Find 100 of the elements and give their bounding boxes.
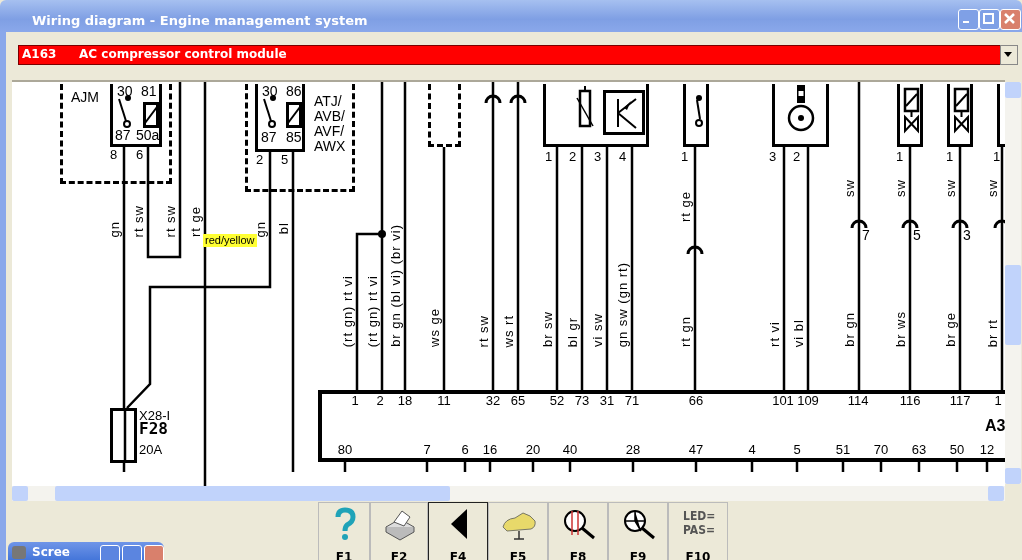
wire [694, 462, 698, 472]
indicator-text: LED= [683, 509, 716, 523]
wire-color-label: sw [943, 179, 958, 197]
sensor-component [543, 84, 649, 147]
pin-number: 116 [899, 394, 921, 408]
component-code: A3 [985, 418, 1005, 433]
pin-number: 6 [136, 148, 144, 162]
pin-number: 50 [949, 443, 965, 457]
connector-number: 5 [913, 228, 921, 243]
dashed-enclosure [428, 84, 461, 147]
pin-number: 2 [793, 150, 801, 164]
window-title: Wiring diagram - Engine management system [32, 13, 368, 28]
pin-number: 1 [993, 150, 1001, 164]
pin-number: 1 [896, 150, 904, 164]
wire [580, 147, 584, 390]
wire [126, 152, 272, 409]
wire [908, 147, 912, 390]
wire-color-label: (rt gn) rt vi [365, 274, 380, 347]
pin-number: 65 [510, 394, 526, 408]
pin-number: 16 [482, 443, 498, 457]
pin-number: 2 [376, 394, 384, 408]
pin-number: 18 [397, 394, 413, 408]
pin-number: 4 [619, 150, 627, 164]
wire-color-label: rt gn [678, 316, 693, 347]
wire-color-label: vi sw [590, 313, 605, 347]
pin-number: 1 [994, 394, 1002, 408]
wire [879, 462, 883, 472]
pin-number: 12 [979, 443, 995, 457]
tooltip: red/yellow [203, 234, 257, 247]
pin-number: 1 [946, 150, 954, 164]
indicator-text: PAS= [683, 523, 715, 537]
pin-number: 40 [562, 443, 578, 457]
wire [488, 462, 492, 472]
pin-number: 3 [594, 150, 602, 164]
wire-color-label: br sw [540, 310, 555, 347]
wire [750, 462, 754, 472]
terminal-label: 85 [286, 130, 302, 145]
pin-number: 7 [423, 443, 431, 457]
wire-color-label: gn sw (gn rt) [615, 261, 630, 347]
wire [985, 462, 989, 472]
wire [841, 462, 845, 472]
wire-color-label: ws ge [427, 308, 442, 347]
pin-number: 6 [461, 443, 469, 457]
wire [442, 147, 446, 390]
variant-label: ATJ/ AVB/ AVF/ AWX [314, 94, 347, 154]
wire-color-label: sw [985, 179, 1000, 197]
relay-symbol [255, 84, 305, 152]
wire [291, 152, 295, 472]
valve-component [947, 84, 973, 147]
wire-color-label: rt sw [163, 204, 178, 237]
wire [782, 147, 786, 390]
wire [403, 82, 407, 390]
wire-color-label: rt sw [476, 314, 491, 347]
pin-number: 117 [949, 394, 971, 408]
wire-color-label: rt ge [678, 191, 693, 222]
wire-color-label: ws rt [501, 314, 516, 347]
wire [425, 462, 429, 472]
wire-color-label: (rt gn) rt vi [340, 274, 355, 347]
fuse-label: 20A [139, 443, 163, 457]
wire-color-label: br gn [842, 312, 857, 347]
wire [491, 82, 495, 390]
pin-number: 11 [437, 394, 451, 408]
taskbar-title: Scree [32, 545, 70, 559]
wire [955, 462, 959, 472]
wire [958, 147, 962, 390]
wire [917, 462, 921, 472]
pin-number: 8 [110, 148, 118, 162]
wire [630, 147, 634, 390]
switch-component [683, 84, 709, 147]
pin-number: 2 [569, 150, 577, 164]
wire-color-label: gn [253, 220, 268, 237]
wire-color-label: br ge [943, 312, 958, 347]
pin-number: 70 [873, 443, 889, 457]
pin-number: 1 [681, 150, 689, 164]
pin-number: 20 [525, 443, 541, 457]
wire-color-label: br rt [985, 318, 1000, 347]
wire-color-label: br ws [893, 310, 908, 347]
wire [1000, 147, 1004, 390]
terminal-label: 50a [136, 128, 160, 143]
control-unit-box [318, 390, 1005, 462]
wire-color-label: rt sw [131, 204, 146, 237]
wire-color-label: vi bl [791, 318, 806, 347]
pin-number: 51 [835, 443, 851, 457]
terminal-label: 30 [262, 84, 278, 99]
pin-number: 52 [549, 394, 565, 408]
fuse-symbol [110, 408, 137, 463]
sensor-component [772, 84, 829, 147]
terminal-label: 87 [115, 128, 131, 143]
wire [516, 82, 520, 390]
terminal-label: 30 [117, 84, 133, 99]
pin-number: 101 [772, 394, 794, 408]
wire [795, 462, 799, 472]
relay-symbol [110, 84, 162, 147]
wire-color-label: rt vi [767, 321, 782, 347]
wire [555, 147, 559, 390]
pin-number: 1 [545, 150, 553, 164]
terminal-label: 86 [286, 84, 302, 99]
wire [122, 463, 126, 472]
wire [605, 147, 609, 390]
wire-color-label: gn [107, 220, 122, 237]
